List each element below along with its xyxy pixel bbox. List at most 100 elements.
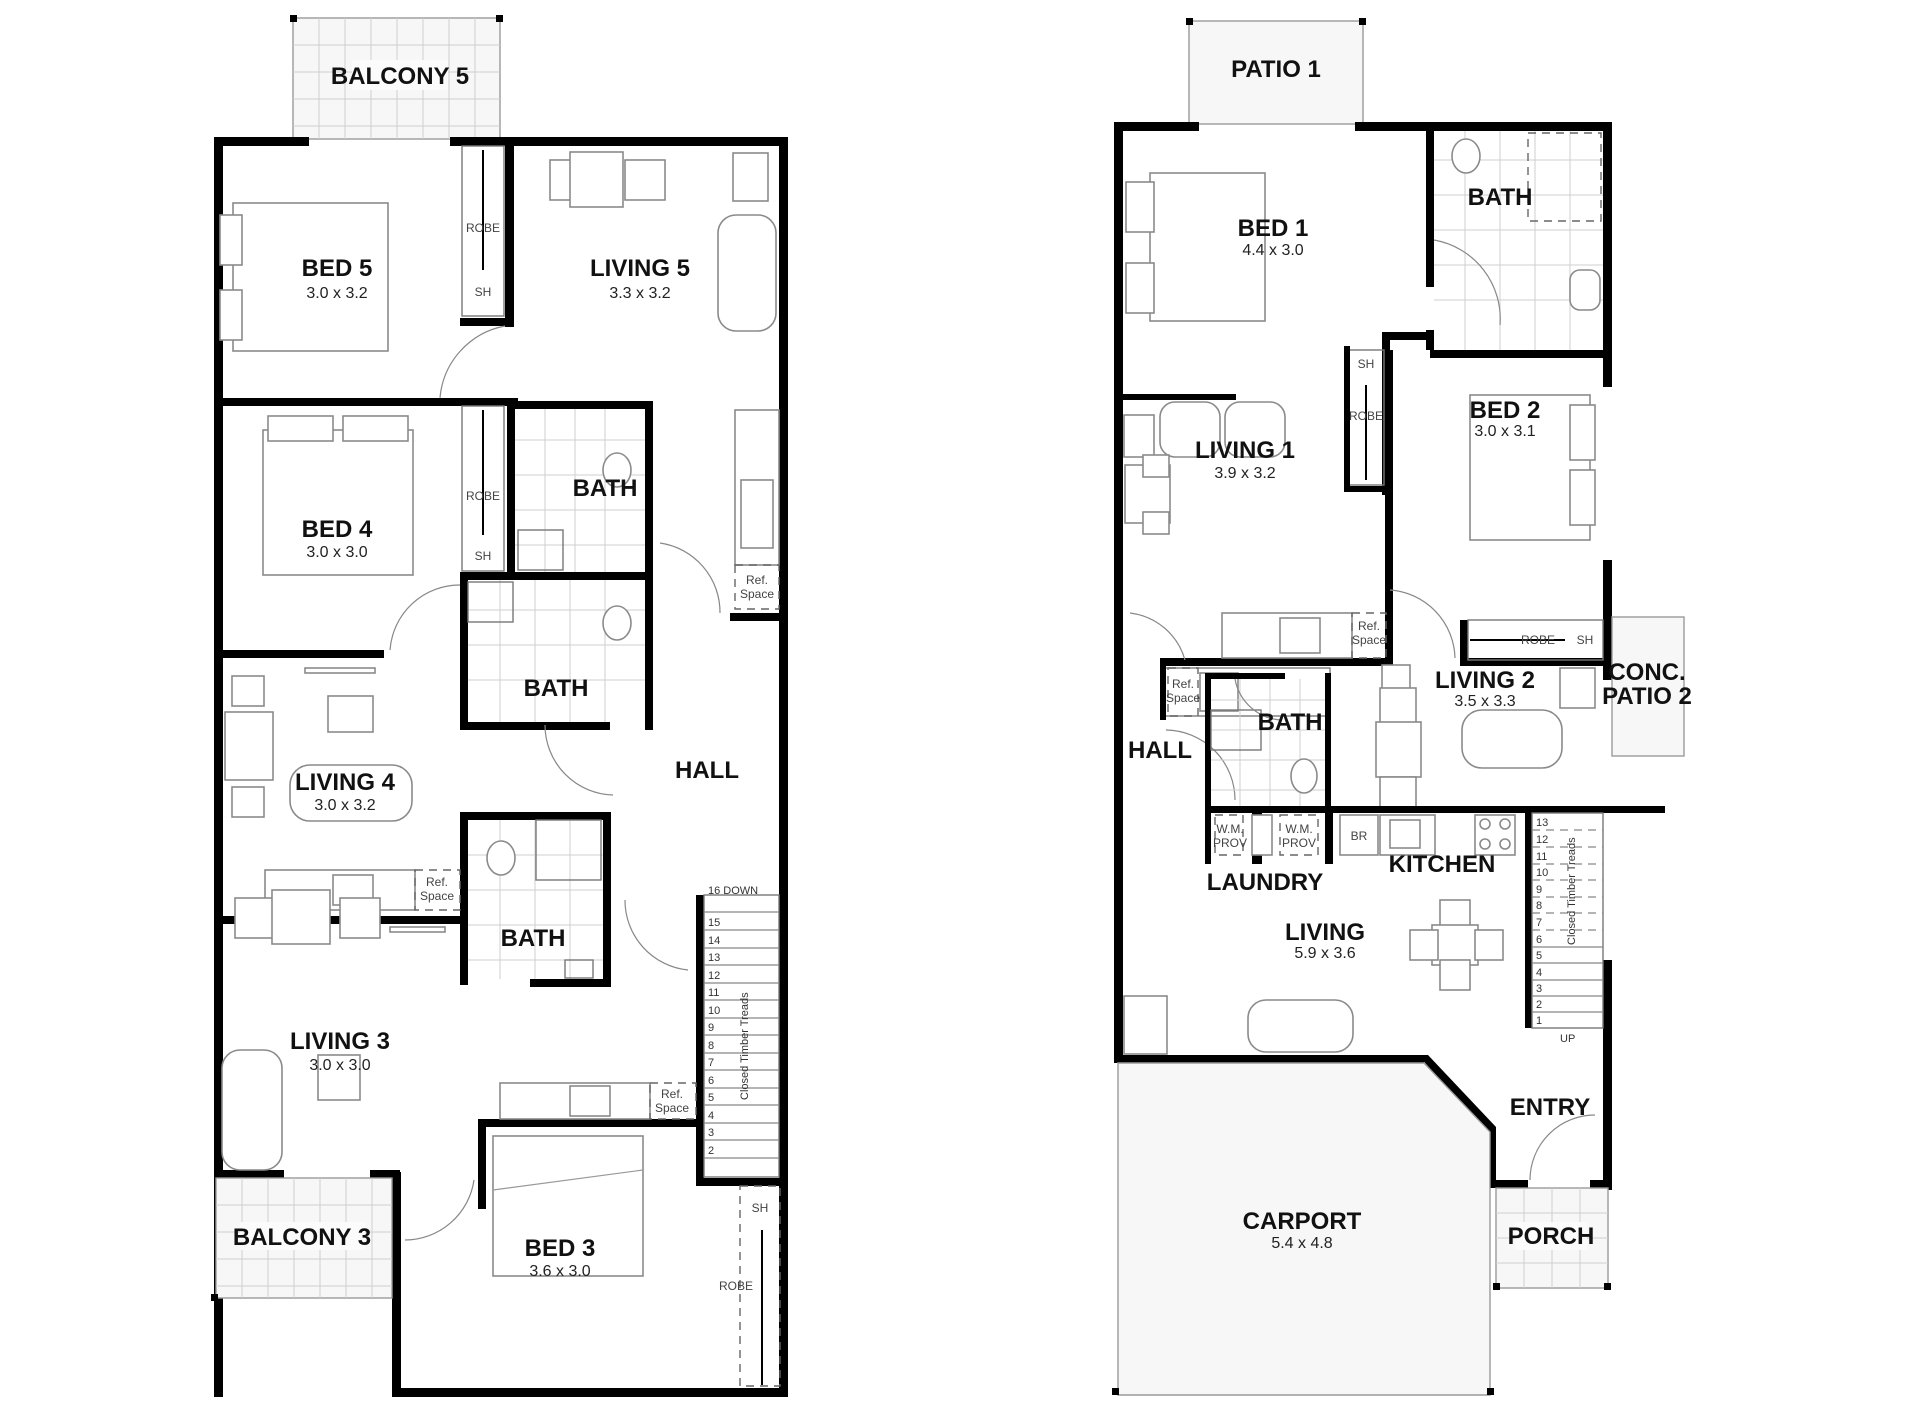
- svg-text:SH: SH: [752, 1201, 769, 1215]
- svg-text:9: 9: [1536, 884, 1542, 896]
- room-dim-living-3: 3.0 x 3.0: [309, 1057, 370, 1074]
- room-dim-bed-4: 3.0 x 3.0: [306, 544, 367, 561]
- porch: PORCH: [1493, 1187, 1611, 1290]
- carport: CARPORT 5.4 x 4.8: [1112, 1062, 1494, 1396]
- svg-text:2: 2: [1536, 999, 1542, 1011]
- svg-text:Space: Space: [1352, 633, 1386, 647]
- balcony-5: BALCONY 5: [290, 15, 503, 140]
- svg-text:ROBE: ROBE: [1521, 633, 1555, 647]
- patio-1: PATIO 1: [1186, 18, 1366, 125]
- svg-text:5: 5: [1536, 950, 1542, 962]
- svg-text:BR: BR: [1351, 829, 1368, 843]
- svg-text:7: 7: [1536, 917, 1542, 929]
- svg-text:W.M.: W.M.: [1216, 822, 1243, 836]
- svg-text:12: 12: [1536, 834, 1548, 846]
- room-dim-bed-1: 4.4 x 3.0: [1242, 242, 1303, 259]
- room-label-laundry: LAUNDRY: [1207, 869, 1323, 896]
- svg-text:Space: Space: [740, 587, 774, 601]
- svg-text:11: 11: [1536, 851, 1547, 863]
- svg-text:12: 12: [708, 970, 720, 982]
- room-label-bath-b: BATH: [524, 675, 589, 702]
- svg-text:ROBE: ROBE: [1349, 409, 1383, 423]
- room-dim-living-4: 3.0 x 3.2: [314, 797, 375, 814]
- room-dim-carport: 5.4 x 4.8: [1271, 1235, 1332, 1252]
- room-label-entry: ENTRY: [1510, 1094, 1590, 1121]
- svg-text:9: 9: [708, 1022, 714, 1034]
- svg-text:W.M.: W.M.: [1285, 822, 1312, 836]
- room-label-balcony-5: BALCONY 5: [331, 63, 469, 90]
- svg-text:ROBE: ROBE: [466, 489, 500, 503]
- room-label-conc-patio-2-line1: CONC.: [1608, 659, 1685, 686]
- svg-text:8: 8: [1536, 900, 1542, 912]
- robe-bed4: ROBE SH: [461, 405, 505, 572]
- room-label-living-3: LIVING 3: [290, 1028, 390, 1055]
- room-dim-living: 5.9 x 3.6: [1294, 945, 1355, 962]
- room-label-bed-1: BED 1: [1238, 215, 1309, 242]
- svg-text:Closed Timber Treads: Closed Timber Treads: [1566, 837, 1578, 945]
- room-label-hall-ground: HALL: [1128, 737, 1192, 764]
- svg-text:Space: Space: [1166, 691, 1200, 705]
- svg-text:14: 14: [708, 935, 720, 947]
- svg-text:4: 4: [1536, 967, 1542, 979]
- svg-text:SH: SH: [475, 285, 492, 299]
- room-dim-bed-5: 3.0 x 3.2: [306, 285, 367, 302]
- balcony-3: BALCONY 3: [211, 1177, 393, 1301]
- svg-text:Ref.: Ref.: [426, 875, 448, 889]
- svg-text:ROBE: ROBE: [466, 221, 500, 235]
- room-label-porch: PORCH: [1508, 1223, 1595, 1250]
- svg-text:Space: Space: [420, 889, 454, 903]
- room-label-bath-d: BATH: [1468, 184, 1533, 211]
- svg-text:10: 10: [1536, 867, 1548, 879]
- svg-text:3: 3: [1536, 983, 1542, 995]
- ground-floor-plan: PATIO 1 ROBE SH ROBE SH: [1112, 18, 1692, 1396]
- svg-text:15: 15: [708, 917, 720, 929]
- svg-text:Ref.: Ref.: [1358, 619, 1380, 633]
- svg-text:SH: SH: [475, 549, 492, 563]
- svg-text:PROV: PROV: [1213, 836, 1247, 850]
- conc-patio-2: CONC. PATIO 2: [1602, 616, 1692, 757]
- room-label-living-4: LIVING 4: [295, 769, 396, 796]
- svg-text:ROBE: ROBE: [719, 1279, 753, 1293]
- room-label-kitchen: KITCHEN: [1389, 851, 1496, 878]
- svg-text:Ref.: Ref.: [746, 573, 768, 587]
- upper-floor-plan: BALCONY 5: [211, 15, 788, 1397]
- robe-bed3: SH ROBE: [719, 1185, 781, 1387]
- svg-text:4: 4: [708, 1110, 714, 1122]
- room-label-hall-upper: HALL: [675, 757, 739, 784]
- room-label-bath-c: BATH: [501, 925, 566, 952]
- room-label-balcony-3: BALCONY 3: [233, 1224, 371, 1251]
- room-label-bed-3: BED 3: [525, 1235, 596, 1262]
- svg-text:5: 5: [708, 1092, 714, 1104]
- svg-text:2: 2: [708, 1145, 714, 1157]
- svg-text:Closed Timber Treads: Closed Timber Treads: [739, 992, 751, 1100]
- room-dim-living-1: 3.9 x 3.2: [1214, 465, 1275, 482]
- svg-text:1: 1: [1536, 1015, 1542, 1027]
- room-label-bed-5: BED 5: [302, 255, 373, 282]
- room-label-bed-4: BED 4: [302, 516, 373, 543]
- room-label-living: LIVING: [1285, 919, 1365, 946]
- svg-text:PROV: PROV: [1282, 836, 1316, 850]
- room-dim-bed-3: 3.6 x 3.0: [529, 1263, 590, 1280]
- room-label-patio-1: PATIO 1: [1231, 56, 1321, 83]
- svg-text:UP: UP: [1560, 1033, 1575, 1045]
- room-dim-living-5: 3.3 x 3.2: [609, 285, 670, 302]
- room-label-living-1: LIVING 1: [1195, 437, 1295, 464]
- svg-text:3: 3: [708, 1127, 714, 1139]
- svg-text:7: 7: [708, 1057, 714, 1069]
- svg-text:SH: SH: [1358, 357, 1375, 371]
- svg-text:13: 13: [1536, 817, 1548, 829]
- svg-text:10: 10: [708, 1005, 720, 1017]
- room-label-bath-e: BATH: [1258, 709, 1323, 736]
- room-label-bed-2: BED 2: [1470, 397, 1541, 424]
- room-label-conc-patio-2-line2: PATIO 2: [1602, 683, 1692, 710]
- svg-text:6: 6: [708, 1075, 714, 1087]
- room-label-living-5: LIVING 5: [590, 255, 690, 282]
- room-label-bath-a: BATH: [573, 475, 638, 502]
- room-dim-bed-2: 3.0 x 3.1: [1474, 423, 1535, 440]
- svg-text:13: 13: [708, 952, 720, 964]
- stairs-ground: 13 12 11 10 9 8 7 6 5 4 3 2 1 UP Closed …: [1525, 806, 1604, 1045]
- room-label-carport: CARPORT: [1243, 1208, 1362, 1235]
- svg-text:Ref.: Ref.: [1172, 677, 1194, 691]
- svg-text:6: 6: [1536, 934, 1542, 946]
